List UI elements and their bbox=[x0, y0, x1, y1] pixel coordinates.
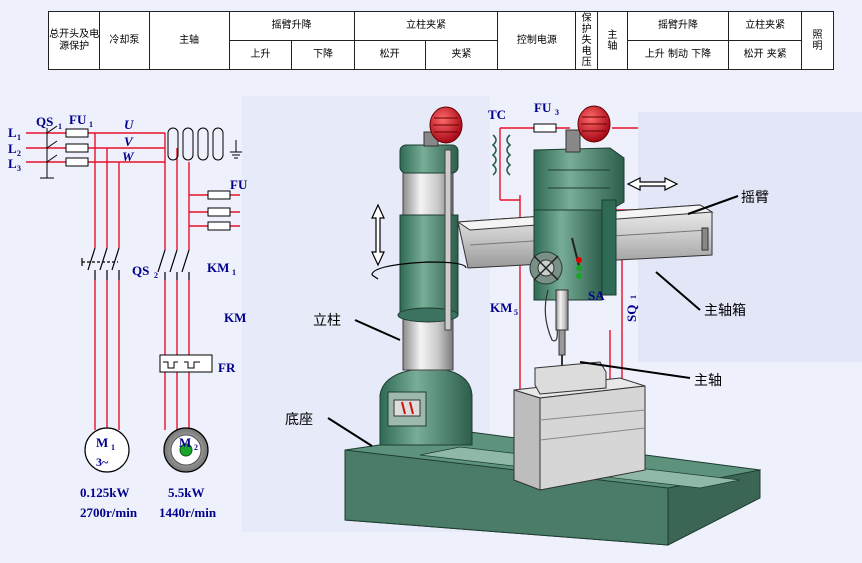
header-spindle: 主轴 bbox=[148, 11, 230, 70]
header-control-power: 控制电源 bbox=[497, 11, 577, 70]
m2-speed: 1440r/min bbox=[159, 505, 217, 520]
label-km5-sub: 5 bbox=[514, 308, 518, 317]
header-coolant-pump: 冷却泵 bbox=[99, 11, 150, 70]
coolant-pump-wires bbox=[94, 133, 120, 430]
header-column-tighten: 夹紧 bbox=[424, 40, 499, 70]
label-m2-sub: 2 bbox=[194, 443, 198, 452]
label-m1-sub: 1 bbox=[111, 443, 115, 452]
label-qs1: QS bbox=[36, 114, 53, 129]
machine-base bbox=[344, 431, 762, 546]
function-header-table: 总开头及电源保护 冷却泵 主轴 摇臂升降 立柱夹紧 控制电源 保护失电压 主轴 … bbox=[47, 11, 834, 70]
label-arm: 摇臂 bbox=[741, 190, 769, 206]
label-l2-sub: 2 bbox=[17, 149, 21, 158]
label-fu3-sub: 3 bbox=[555, 108, 559, 117]
label-w: W bbox=[122, 149, 135, 164]
label-fu3: FU bbox=[534, 100, 552, 115]
label-fr: FR bbox=[218, 360, 236, 375]
spindle-motor-wires bbox=[164, 133, 240, 430]
label-l3: L bbox=[8, 156, 17, 171]
work-table bbox=[513, 361, 646, 491]
label-spindle: 主轴 bbox=[694, 373, 722, 389]
label-qs2: QS bbox=[132, 263, 149, 278]
label-u: U bbox=[124, 117, 134, 132]
m2-power: 5.5kW bbox=[168, 485, 204, 500]
headstock bbox=[529, 105, 625, 342]
fr-overload bbox=[159, 354, 213, 373]
header-arm-lift2: 摇臂升降 bbox=[626, 11, 730, 41]
qs2-switch bbox=[81, 247, 120, 280]
km1-contacts bbox=[157, 249, 190, 280]
column-base bbox=[379, 367, 473, 446]
header-column-release: 松开 bbox=[353, 40, 426, 70]
label-qs2-sub: 2 bbox=[154, 271, 158, 280]
tc-transformer bbox=[491, 134, 512, 176]
label-fu-partial: FU bbox=[230, 177, 248, 192]
label-headstock: 主轴箱 bbox=[704, 303, 746, 319]
label-fu1-sub: 1 bbox=[89, 120, 93, 129]
motor-m2 bbox=[163, 427, 209, 473]
label-km1-sub: 1 bbox=[232, 268, 236, 277]
leader-lines bbox=[327, 195, 739, 447]
label-m1: M bbox=[96, 435, 108, 450]
label-fu1: FU bbox=[69, 112, 87, 127]
header-main-power: 总开头及电源保护 bbox=[47, 11, 101, 70]
label-l1: L bbox=[8, 125, 17, 140]
label-l1-sub: 1 bbox=[17, 133, 21, 142]
fu1-fuses bbox=[65, 128, 89, 167]
label-km5: KM bbox=[490, 300, 512, 315]
qs1-switch bbox=[40, 125, 58, 179]
label-sa: SA bbox=[588, 288, 605, 303]
label-km1: KM bbox=[207, 260, 229, 275]
m1-power: 0.125kW bbox=[80, 485, 129, 500]
column-top-motor bbox=[423, 106, 463, 147]
m1-speed: 2700r/min bbox=[80, 505, 138, 520]
transformer-coils bbox=[167, 127, 242, 161]
label-v: V bbox=[124, 134, 134, 149]
label-m2: M bbox=[179, 435, 191, 450]
header-spindle2: 主轴 bbox=[596, 11, 628, 70]
label-qs1-sub: 1 bbox=[58, 122, 62, 131]
vertical-motion-arrow bbox=[371, 203, 385, 267]
spindle-shaft bbox=[555, 289, 569, 366]
horizontal-motion-arrow bbox=[626, 177, 679, 191]
label-column: 立柱 bbox=[313, 313, 341, 329]
fu-right-fuses bbox=[207, 190, 231, 231]
label-l3-sub: 3 bbox=[17, 164, 21, 173]
label-base: 底座 bbox=[285, 412, 313, 428]
motor-m1 bbox=[84, 427, 130, 473]
label-l2: L bbox=[8, 141, 17, 156]
label-m1-phase: 3~ bbox=[96, 455, 109, 469]
label-so1: SQ bbox=[624, 305, 639, 322]
column bbox=[371, 144, 467, 371]
header-lighting: 照明 bbox=[801, 11, 834, 70]
label-so1-sub: 1 bbox=[629, 295, 638, 299]
header-arm-up: 上升 bbox=[228, 40, 293, 70]
label-tc: TC bbox=[488, 107, 506, 122]
fu3-fuse bbox=[533, 123, 557, 133]
header-undervoltage: 保护失电压 bbox=[575, 11, 598, 70]
label-km-partial: KM bbox=[224, 310, 246, 325]
header-column-clamp2-sub: 松开 夹紧 bbox=[728, 40, 803, 70]
